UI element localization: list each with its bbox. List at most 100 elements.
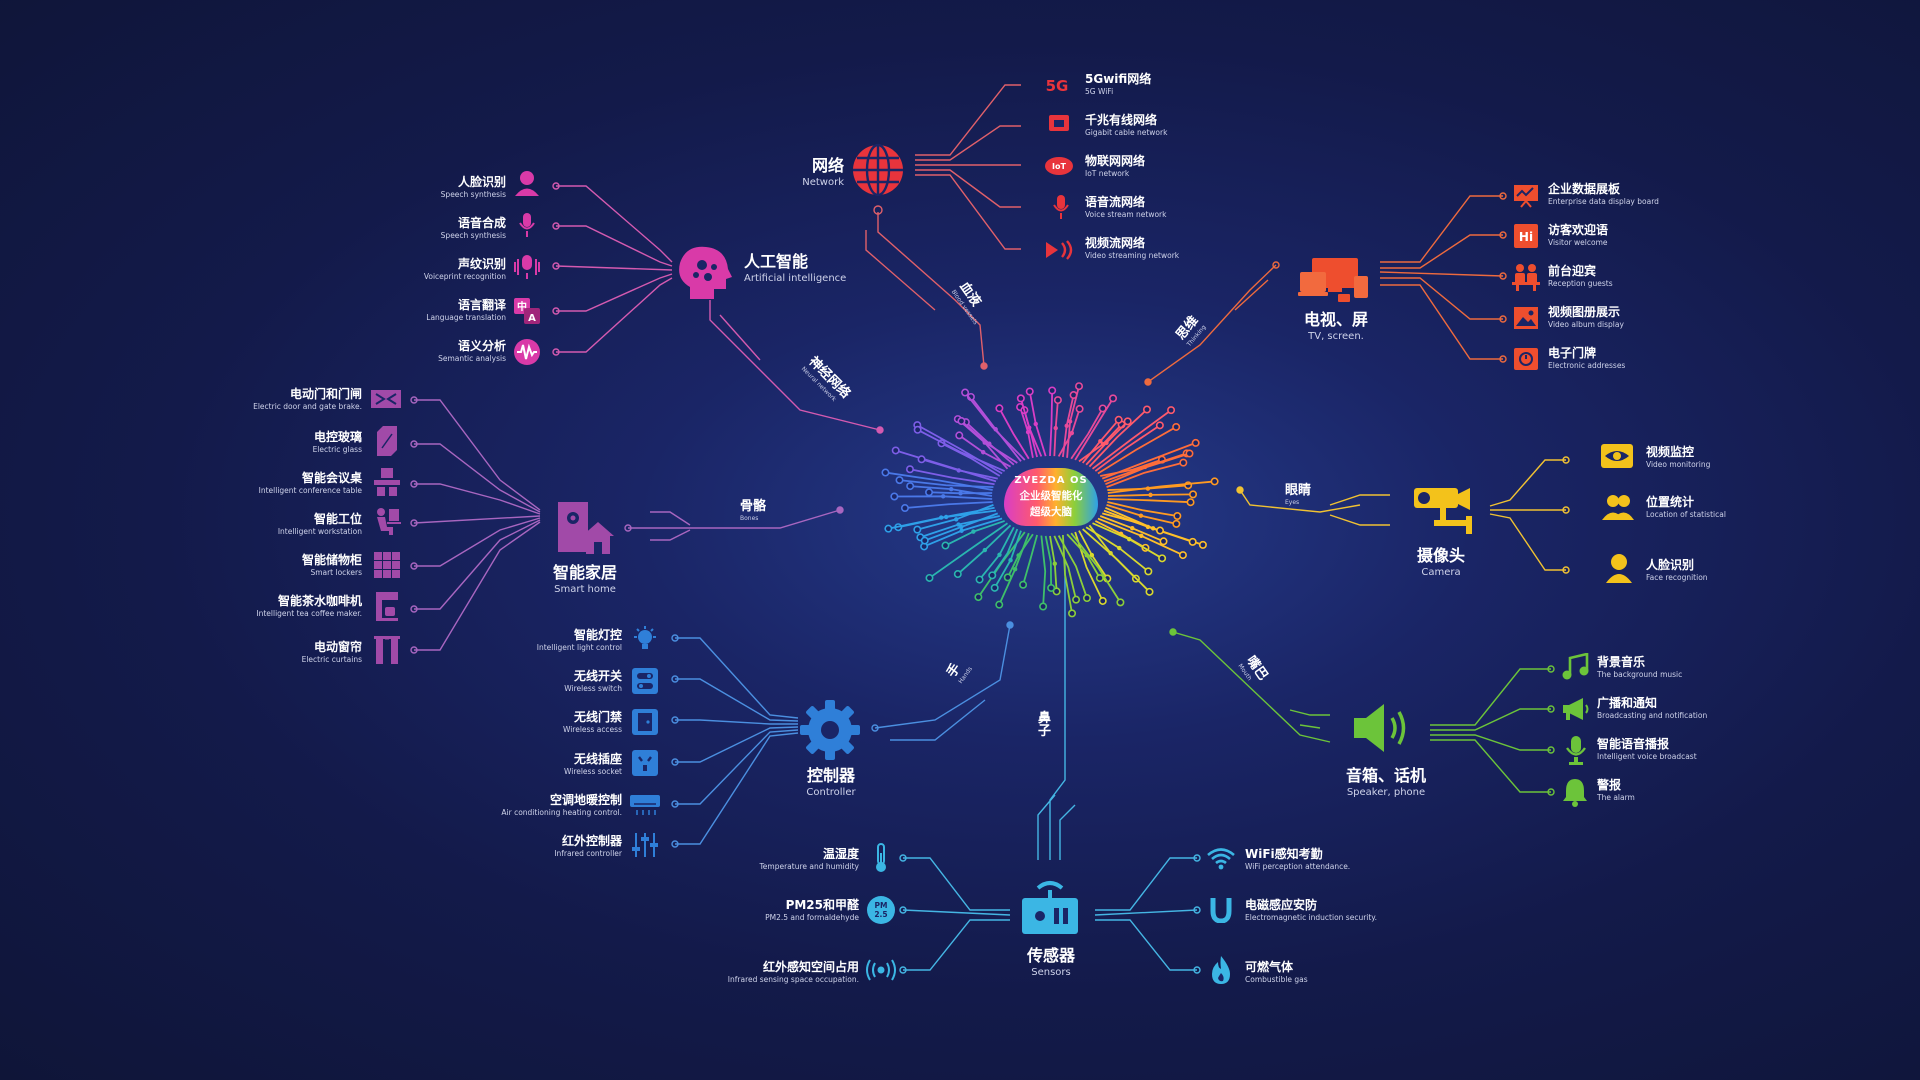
coffee-maker-icon (372, 590, 402, 622)
brain-node (1025, 387, 1034, 396)
endpoint-dots (410, 182, 1570, 974)
brain-node (995, 404, 1004, 413)
brain-node (974, 593, 983, 602)
brain-node (881, 468, 890, 477)
security-camera-icon (1410, 484, 1476, 536)
brain-node (1033, 421, 1038, 427)
brain-node (1173, 512, 1182, 521)
brain-node (1072, 595, 1081, 604)
locker-icon (372, 550, 402, 580)
microphone-icon (1048, 193, 1074, 221)
brain-node (1188, 537, 1197, 546)
brain-node (982, 547, 988, 553)
brain-trace (916, 424, 1003, 475)
glass-icon (374, 424, 400, 458)
brain-node (1117, 545, 1122, 551)
brain-trace (909, 468, 995, 486)
brain-node (955, 431, 964, 440)
curtain-icon (372, 634, 402, 666)
brain-node (995, 600, 1004, 609)
brain-node (905, 465, 914, 474)
sensor-wires (902, 560, 1198, 971)
gate-icon (370, 386, 402, 412)
brain-node (1052, 561, 1057, 566)
voice-broadcast-icon (1562, 734, 1590, 766)
conference-table-icon (372, 466, 402, 498)
brain-node (1069, 430, 1075, 436)
brain-node (1144, 567, 1153, 576)
microphone-icon (514, 210, 540, 240)
brain-node (1172, 519, 1181, 528)
brain-trace (1082, 528, 1151, 593)
brain-node (940, 494, 946, 499)
brain-node (925, 488, 934, 497)
brand-suffix: OS (1069, 475, 1088, 486)
brain-trace (960, 420, 1018, 464)
brain-trace (1105, 452, 1190, 486)
brain-node (1039, 602, 1048, 611)
brain-node (961, 388, 970, 397)
brain-node (1145, 587, 1154, 596)
hi-sign-icon: Hi (1512, 222, 1540, 250)
door-plate-icon (1512, 345, 1540, 373)
brain-node (1172, 422, 1181, 431)
svg-text:2.5: 2.5 (874, 910, 887, 919)
socket-icon (630, 748, 660, 778)
brain-node (1084, 553, 1089, 558)
brain-trace (998, 407, 1030, 460)
ai-wires (555, 185, 881, 431)
brain-node (971, 529, 976, 534)
speaker-wires (1172, 631, 1551, 793)
brain-node (1155, 421, 1164, 430)
reception-icon (1510, 262, 1542, 292)
brain-node (949, 486, 954, 492)
brain-node (959, 524, 964, 530)
brain-node (1016, 394, 1025, 403)
brain-node (913, 525, 922, 534)
chart-board-icon (1512, 182, 1540, 210)
connection-label-nose: 鼻子 (1038, 711, 1052, 739)
brain-trace (1040, 535, 1047, 607)
brain-trace (1107, 498, 1191, 504)
infrared-icon (864, 956, 898, 984)
brain-node (975, 575, 984, 584)
magnet-icon (1208, 895, 1234, 925)
brain-node (917, 455, 926, 464)
brain-node (1012, 567, 1018, 572)
brain-trace (917, 428, 1006, 472)
brain-node (1156, 526, 1165, 535)
eye-icon (1600, 442, 1634, 470)
brain-trace (1091, 409, 1172, 470)
network-wires (865, 84, 1021, 367)
face-icon (1604, 551, 1634, 585)
brain-trace (941, 442, 1001, 477)
svg-text:PM: PM (875, 901, 888, 910)
bell-icon (1560, 776, 1590, 808)
home-wires (413, 399, 841, 651)
svg-text:A: A (528, 313, 536, 324)
workstation-icon (372, 506, 402, 538)
brand-name: ZVEZDA (1014, 475, 1066, 486)
